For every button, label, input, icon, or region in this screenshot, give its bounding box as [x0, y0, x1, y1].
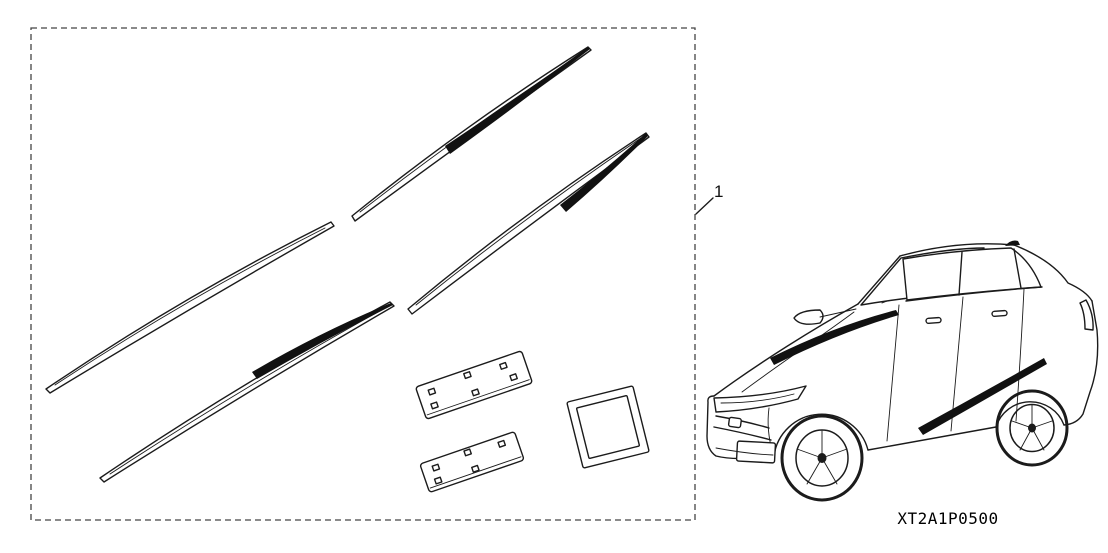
callout-leader-line: [695, 197, 714, 215]
beltline: [905, 286, 1043, 302]
front-door-handle: [925, 316, 942, 325]
license-plate: [735, 440, 777, 464]
grille-emblem: [727, 416, 742, 429]
b-pillar: [958, 251, 963, 296]
rear-door-handle: [991, 309, 1008, 318]
kit-boundary-box: [30, 27, 696, 521]
application-template-2: [419, 431, 525, 493]
rear-wheel: [995, 389, 1069, 467]
front-wheel: [780, 414, 864, 502]
molding-strip-2: [407, 132, 650, 315]
taillight: [1079, 299, 1094, 331]
door-mirror: [793, 309, 824, 325]
side-molding-highlight-rear: [918, 358, 1047, 435]
bumper-intake-line: [715, 447, 774, 456]
part-code-label: XT2A1P0500: [897, 509, 999, 528]
grille: [713, 415, 772, 441]
quarter-panel-line: [1015, 288, 1025, 422]
square-emblem-template: [566, 385, 650, 469]
front-door-line: [886, 304, 900, 442]
molding-strip-3: [45, 221, 335, 394]
vehicle-illustration: [706, 240, 1099, 502]
mirror-arm: [819, 308, 857, 318]
side-windows: [902, 247, 1042, 301]
quarter-window-divider: [1013, 248, 1022, 289]
headlight: [713, 385, 807, 413]
side-molding-highlight-front: [770, 310, 899, 365]
callout-number: 1: [714, 182, 724, 201]
roof-antenna: [1005, 240, 1020, 246]
molding-strip-1: [351, 46, 592, 222]
molding-strip-4: [99, 301, 395, 483]
headlight-detail-line: [720, 393, 795, 404]
application-template-1: [415, 350, 533, 420]
